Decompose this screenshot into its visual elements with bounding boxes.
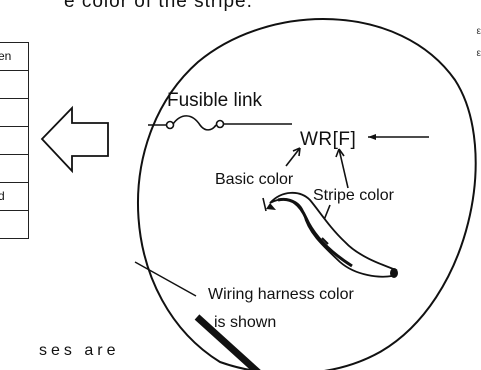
table-row (0, 154, 28, 182)
magnifier-circle (137, 18, 477, 370)
table-row (0, 210, 28, 238)
wire-line-right (368, 134, 429, 140)
left-arrow (40, 105, 109, 174)
table-row (0, 98, 28, 126)
striped-wire-illustration (266, 191, 398, 278)
wiring-harness-label: Wiring harness color (208, 286, 354, 303)
bottom-text-fragment: ses are (39, 342, 120, 359)
color-table: en d (0, 42, 29, 239)
basic-color-label: Basic color (215, 171, 294, 188)
table-row: d (0, 182, 28, 210)
wire-code-label: WR[F] (300, 129, 357, 150)
fusible-link-symbol (148, 115, 292, 131)
header-text: e color of the stripe. (64, 0, 253, 12)
fusible-link-label: Fusible link (167, 90, 263, 111)
connector-line (134, 261, 197, 297)
edge-mark: ε (476, 48, 481, 59)
diagonal-bar (194, 314, 261, 370)
table-row: en (0, 49, 12, 63)
pointer-arrows (262, 147, 349, 221)
table-row (0, 70, 28, 98)
stripe-color-label: Stripe color (313, 187, 394, 204)
table-row (0, 126, 28, 154)
wiring-harness-label-line2: is shown (214, 314, 277, 331)
edge-mark: ε (476, 26, 481, 37)
